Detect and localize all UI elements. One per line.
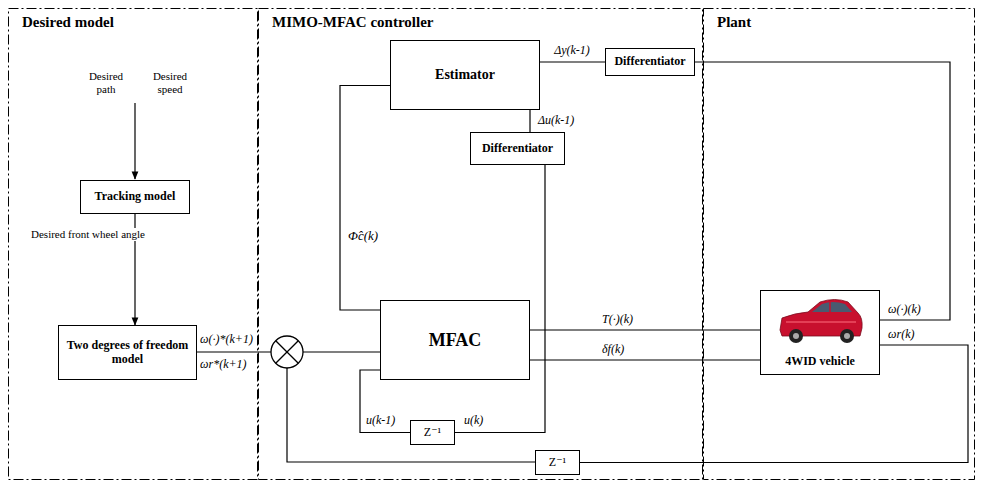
process-box: Estimator [390,40,540,110]
region-title: Plant [715,14,753,31]
car-illustration [780,300,862,344]
signal-label: u(k-1) [364,413,397,427]
box-label: Differentiator [482,142,553,156]
process-box: MFAC [380,300,530,380]
signal-wire [303,351,380,352]
signal-label: ωr(k) [886,327,916,341]
junction-cross [276,341,299,364]
dash-dot-border [259,9,703,480]
box-label: Tracking model [95,190,176,204]
signal-label: T(·)(k) [600,312,635,326]
signal-connector [580,345,968,463]
signal-connector [695,62,950,320]
dash-dot-border [9,9,258,480]
signal-label: Desired front wheel angle [29,228,147,241]
signal-connector [530,329,760,330]
signal-label: ω(·)(k) [886,302,923,316]
dash-dot-border [704,9,975,480]
delay-box: Z⁻¹ [410,420,455,445]
input-arrow [134,103,135,179]
signal-label: δf(k) [600,342,626,356]
process-box: Two degrees of freedom model [58,325,197,380]
delay-box: Z⁻¹ [535,450,580,475]
signal-connector [340,86,390,311]
signal-connector [455,165,545,433]
junction-cross [276,341,299,364]
box-label: Two degrees of freedom model [63,339,192,367]
box-label: Differentiator [614,55,685,69]
region-panel: MIMO-MFAC controllerEstimatorDifferentia… [258,8,703,480]
signal-connector [530,359,760,360]
signal-label: Δu(k-1) [536,113,576,127]
signal-wire [195,351,271,352]
box-label: Estimator [435,67,495,83]
process-box: Tracking model [80,180,190,214]
signal-connector [529,110,530,132]
input-label: Desired speed [141,70,199,96]
box-label: Z⁻¹ [424,426,441,440]
plant-box: 4WID vehicle [760,290,880,375]
process-box: Differentiator [605,48,695,76]
box-label: MFAC [429,330,482,351]
region-title: Desired model [20,14,116,31]
process-box: Differentiator [470,132,565,165]
signal-label: u(k) [462,413,485,427]
summing-junction [271,336,303,368]
feedback-wire [287,368,535,462]
region-panel: Plant 4WID vehicle [703,8,975,480]
box-label: 4WID vehicle [785,355,855,369]
box-label: Z⁻¹ [549,456,566,470]
region-title: MIMO-MFAC controller [270,14,435,31]
signal-label: Φ̂c(k) [346,228,380,244]
signal-label: ω(·)*(k+1) [198,332,255,346]
signal-label: Δy(k-1) [552,43,592,57]
region-outline [703,8,975,480]
signal-label: ωr*(k+1) [198,357,249,371]
input-label: Desired path [78,70,134,96]
signal-connector [540,61,605,62]
